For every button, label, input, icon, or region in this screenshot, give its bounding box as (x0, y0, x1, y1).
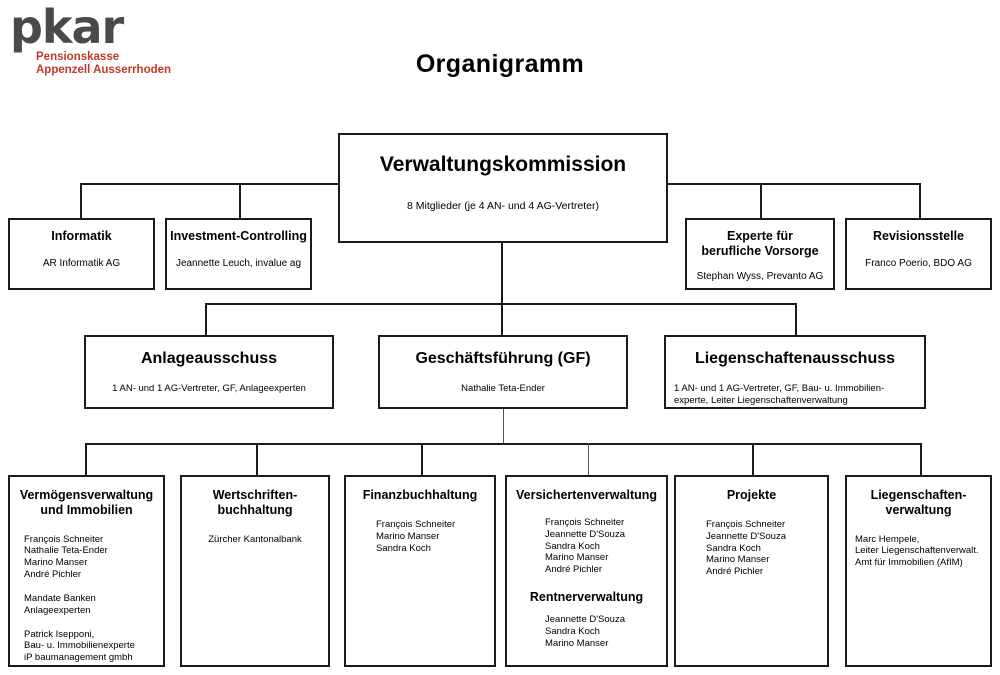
box-title: Geschäftsführung (GF) (415, 350, 591, 367)
connector-row4-bar (85, 443, 922, 445)
logo-wordmark: pkar (10, 0, 124, 54)
box-revisionsstelle[interactable]: Revisionsstelle Franco Poerio, BDO AG (845, 218, 992, 290)
box-body: Stephan Wyss, Prevanto AG (696, 270, 824, 282)
box-title: Vermögensverwaltung und Immobilien (19, 488, 154, 517)
box-subtitle: 8 Mitglieder (je 4 AN- und 4 AG-Vertrete… (407, 199, 599, 212)
box-body: François Schneiter Jeannette D'Souza San… (545, 516, 625, 576)
box-body: François Schneiter Jeannette D'Souza San… (706, 518, 786, 578)
box-body: François Schneiter Nathalie Teta-Ender M… (24, 533, 135, 664)
stem-revisionsstelle (919, 183, 921, 218)
pkar-logo: pkar Pensionskasse Appenzell Ausserrhode… (8, 4, 198, 82)
stem-liegenschaftenverwaltung (920, 443, 922, 475)
box-title: Projekte (726, 488, 777, 502)
box-experte-berufliche-vorsorge[interactable]: Experte für berufliche Vorsorge Stephan … (685, 218, 835, 290)
box-body: François Schneiter Marino Manser Sandra … (376, 518, 456, 554)
box-title: Finanzbuchhaltung (362, 488, 478, 502)
stem-liegenschaftenausschuss (795, 303, 797, 335)
box-verwaltungskommission[interactable]: Verwaltungskommission 8 Mitglieder (je 4… (338, 133, 668, 243)
box-liegenschaftenverwaltung[interactable]: Liegenschaften- verwaltung Marc Hempele,… (845, 475, 992, 667)
box-title: Anlageausschuss (140, 350, 278, 367)
box-finanzbuchhaltung[interactable]: Finanzbuchhaltung François Schneiter Mar… (344, 475, 496, 667)
box-title: Liegenschaftenausschuss (694, 350, 896, 367)
box-title: Versichertenverwaltung (515, 488, 658, 502)
box-body: Marc Hempele, Leiter Liegenschaftenverwa… (855, 533, 979, 569)
box-body: AR Informatik AG (42, 257, 121, 269)
box-versichertenverwaltung[interactable]: Versichertenverwaltung François Schneite… (505, 475, 668, 667)
box-body: 1 AN- und 1 AG-Vertreter, GF, Anlageexpe… (112, 382, 306, 394)
stem-versichertenverwaltung (588, 443, 589, 475)
stem-experte (760, 183, 762, 218)
box-projekte[interactable]: Projekte François Schneiter Jeannette D'… (674, 475, 829, 667)
stem-vermoegensverwaltung (85, 443, 87, 475)
stem-geschaeftsfuehrung (501, 303, 503, 335)
box-body: Zürcher Kantonalbank (208, 533, 302, 545)
stem-informatik (80, 183, 82, 218)
logo-subtitle-line2: Appenzell Ausserrhoden (36, 64, 172, 76)
box-investment-controlling[interactable]: Investment-Controlling Jeannette Leuch, … (165, 218, 312, 290)
stem-finanzbuchhaltung (421, 443, 423, 475)
box-title: Experte für berufliche Vorsorge (701, 229, 819, 258)
logo-subtitle-line1: Pensionskasse (36, 51, 120, 63)
box-title: Investment-Controlling (170, 229, 307, 243)
page-title: Organigramm (415, 50, 585, 78)
stem-anlageausschuss (205, 303, 207, 335)
connector-gf-down (503, 409, 504, 445)
box-informatik[interactable]: Informatik AR Informatik AG (8, 218, 155, 290)
box-vermoegensverwaltung-und-immobilien[interactable]: Vermögensverwaltung und Immobilien Franç… (8, 475, 165, 667)
stem-wertschriftenbuchhaltung (256, 443, 258, 475)
box-body-rentnerverwaltung: Jeannette D'Souza Sandra Koch Marino Man… (545, 614, 625, 649)
box-geschaeftsfuehrung[interactable]: Geschäftsführung (GF) Nathalie Teta-Ende… (378, 335, 628, 409)
box-title: Liegenschaften- verwaltung (870, 488, 967, 517)
box-body: Nathalie Teta-Ender (461, 382, 545, 394)
stem-projekte (752, 443, 754, 475)
box-body: Jeannette Leuch, invalue ag (175, 257, 302, 269)
box-title: Verwaltungskommission (379, 153, 627, 176)
connector-root-advisors-right (665, 183, 920, 185)
box-body: 1 AN- und 1 AG-Vertreter, GF, Bau- u. Im… (674, 382, 885, 406)
connector-root-down (501, 243, 503, 304)
box-anlageausschuss[interactable]: Anlageausschuss 1 AN- und 1 AG-Vertreter… (84, 335, 334, 409)
box-wertschriftenbuchhaltung[interactable]: Wertschriften- buchhaltung Zürcher Kanto… (180, 475, 330, 667)
box-liegenschaftenausschuss[interactable]: Liegenschaftenausschuss 1 AN- und 1 AG-V… (664, 335, 926, 409)
box-subtitle-rentnerverwaltung: Rentnerverwaltung (529, 590, 644, 605)
box-title: Wertschriften- buchhaltung (212, 488, 298, 517)
box-body: Franco Poerio, BDO AG (865, 257, 972, 269)
box-title: Revisionsstelle (872, 229, 964, 243)
stem-investment-controlling (239, 183, 241, 218)
connector-root-advisors-left (80, 183, 340, 185)
box-title: Informatik (51, 229, 112, 243)
